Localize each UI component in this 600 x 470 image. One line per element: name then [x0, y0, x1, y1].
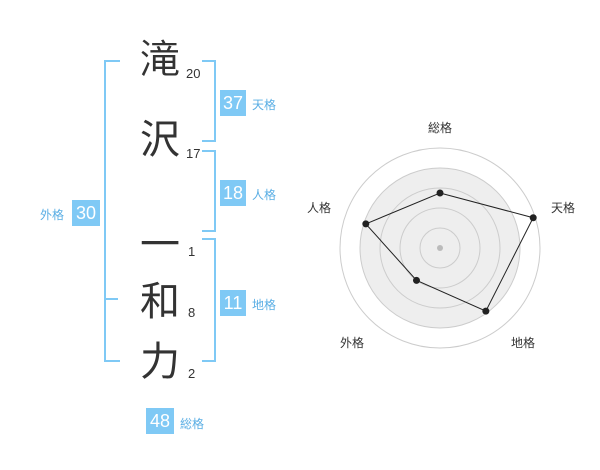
radar-label-tenkaku: 天格 — [551, 200, 575, 215]
radar-ring — [379, 187, 501, 309]
radar-points — [362, 189, 537, 315]
radar-point-4 — [412, 276, 420, 284]
stroke-count-2: 17 — [186, 146, 201, 161]
tenkaku-label: 天格 — [252, 98, 277, 112]
radar-point-1 — [436, 189, 444, 197]
stroke-count-4: 8 — [188, 305, 196, 320]
jinkaku-value: 18 — [220, 180, 246, 206]
stroke-count-5: 2 — [188, 366, 196, 381]
name-char-4: 和 — [140, 279, 180, 325]
fortune-radar-chart: 総格 天格 地格 外格 人格 — [307, 120, 575, 350]
jinkaku-bracket — [202, 150, 216, 232]
chikaku-bracket — [202, 238, 216, 362]
jinkaku-label: 人格 — [252, 188, 277, 202]
radar-label-gaikaku: 外格 — [340, 335, 364, 350]
tenkaku-bracket — [202, 60, 216, 142]
radar-label-jinkaku: 人格 — [307, 200, 331, 215]
tenkaku-value: 37 — [220, 90, 246, 116]
radar-ring — [419, 227, 461, 269]
radar-rings — [339, 147, 541, 349]
name-char-5: 力 — [140, 339, 180, 385]
radar-label-soukaku: 総格 — [428, 120, 452, 135]
stroke-count-3: 1 — [188, 244, 196, 259]
radar-ring — [399, 207, 481, 289]
gaikaku-label: 外格 — [40, 208, 65, 222]
stroke-count-1: 20 — [186, 66, 201, 81]
gaikaku-bracket-tick — [106, 298, 118, 300]
name-char-3: 一 — [140, 222, 180, 268]
radar-point-3 — [482, 307, 490, 315]
gaikaku-value: 30 — [72, 200, 100, 226]
soukaku-value: 48 — [146, 408, 174, 434]
radar-center — [437, 245, 443, 251]
chikaku-label: 地格 — [252, 298, 277, 312]
chikaku-value: 11 — [220, 290, 246, 316]
name-char-2: 沢 — [140, 117, 180, 163]
radar-point-2 — [529, 214, 537, 222]
radar-point-5 — [362, 220, 370, 228]
radar-label-chikaku: 地格 — [511, 335, 535, 350]
radar-shape — [364, 192, 534, 312]
soukaku-label: 総格 — [180, 417, 205, 431]
gaikaku-bracket — [104, 60, 120, 362]
name-char-1: 滝 — [140, 37, 180, 83]
